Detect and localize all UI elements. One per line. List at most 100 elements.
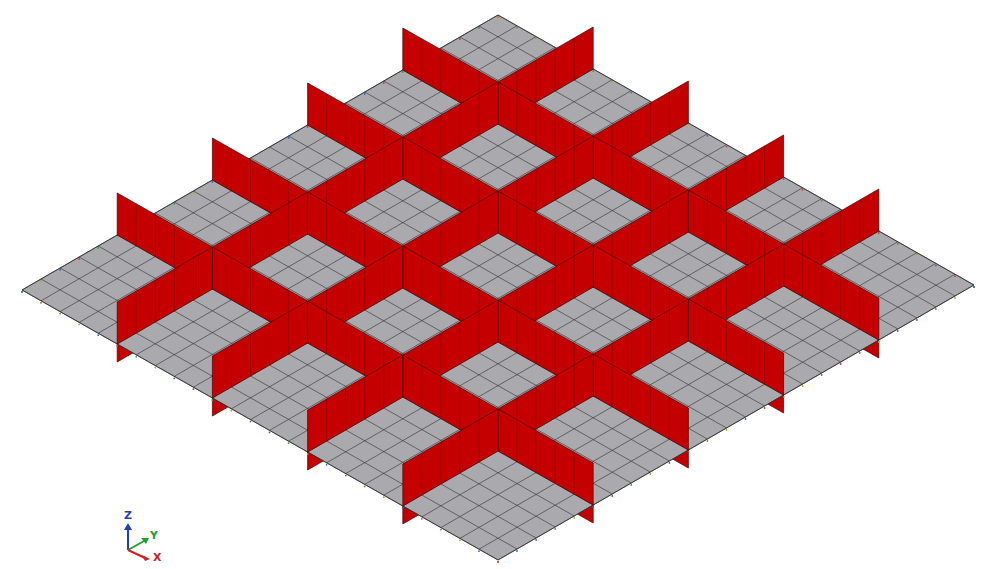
stiffener-web [117,247,212,344]
x-axis [128,550,145,558]
edge-node [497,16,499,18]
edge-node [193,388,195,390]
y-axis [128,541,144,550]
edge-node [821,374,823,376]
edge-node [764,407,766,409]
edge-node [307,126,309,128]
plate-surface [22,15,974,560]
edge-node [59,313,61,315]
axis-label: X [153,552,161,563]
stiffener-mesh [422,420,479,495]
z-axis [127,528,129,550]
edge-node [973,286,975,288]
edge-node [459,540,461,542]
edge-node [497,16,499,18]
edge-node [402,507,404,509]
edge-node [878,232,880,234]
edge-node [954,275,956,277]
edge-node [116,345,118,347]
edge-node [250,421,252,423]
plate-grid [22,15,974,560]
edge-node [173,378,175,380]
edge-node [897,243,899,245]
edge-node [935,308,937,310]
edge-node [745,418,747,420]
axis-label: Z [124,510,132,521]
edge-node [726,429,728,431]
edge-node [40,302,42,304]
axis-triad [124,523,150,561]
edge-node [707,135,709,137]
edge-node [649,473,651,475]
edge-node [783,178,785,180]
stiffener-mesh [707,310,764,384]
edge-node [497,561,499,563]
edge-node [726,146,728,148]
edge-node [135,356,137,358]
edge-node [345,475,347,477]
edge-node [364,486,366,488]
edge-node [592,70,594,72]
stiffener-web [784,244,879,340]
edge-node [878,341,880,343]
plate-mesh [21,15,975,563]
z-arrow [124,523,132,530]
stiffener-web [498,409,593,505]
edge-node [21,291,23,293]
edge-node [897,330,899,332]
edge-node [326,464,328,466]
edge-node [707,440,709,442]
edge-node [935,265,937,267]
edge-node [97,334,99,336]
edge-node [269,432,271,434]
edge-node [535,539,537,541]
stiffener-web [212,301,307,398]
edge-node [383,496,385,498]
edge-node [78,324,80,326]
edge-node [688,451,690,453]
edge-node [497,561,499,563]
edge-node [59,269,61,271]
edge-node [802,189,804,191]
edge-node [592,506,594,508]
y-arrow [141,538,149,544]
edge-node [573,517,575,519]
edge-node [383,82,385,84]
x-arrow [142,555,150,561]
edge-node [688,124,690,126]
edge-node [154,367,156,369]
edge-node [21,291,23,293]
edge-node [402,71,404,73]
edge-node [478,550,480,552]
edge-node [212,181,214,183]
edge-node [288,137,290,139]
stiffener-mesh [612,365,669,439]
edge-node [630,484,632,486]
stiffener-mesh [803,255,860,329]
edge-node [307,453,309,455]
edge-node [669,462,671,464]
edge-node [821,200,823,202]
stiffener-mesh [327,366,384,441]
edge-node [840,363,842,365]
stiffener-web [308,355,403,452]
edge-node [364,93,366,95]
edge-node [973,286,975,288]
edge-node [916,319,918,321]
edge-node [516,550,518,552]
edge-node [421,518,423,520]
edge-node [97,247,99,249]
edge-node [630,92,632,94]
edge-node [40,280,42,282]
edge-node [535,38,537,40]
edge-node [288,442,290,444]
axis-label: Y [150,530,158,541]
edge-node [783,396,785,398]
stiffener-web [688,299,783,395]
edge-node [859,352,861,354]
edge-node [116,236,118,238]
edge-node [802,385,804,387]
edge-node [611,495,613,497]
stiffener-web [403,409,498,506]
